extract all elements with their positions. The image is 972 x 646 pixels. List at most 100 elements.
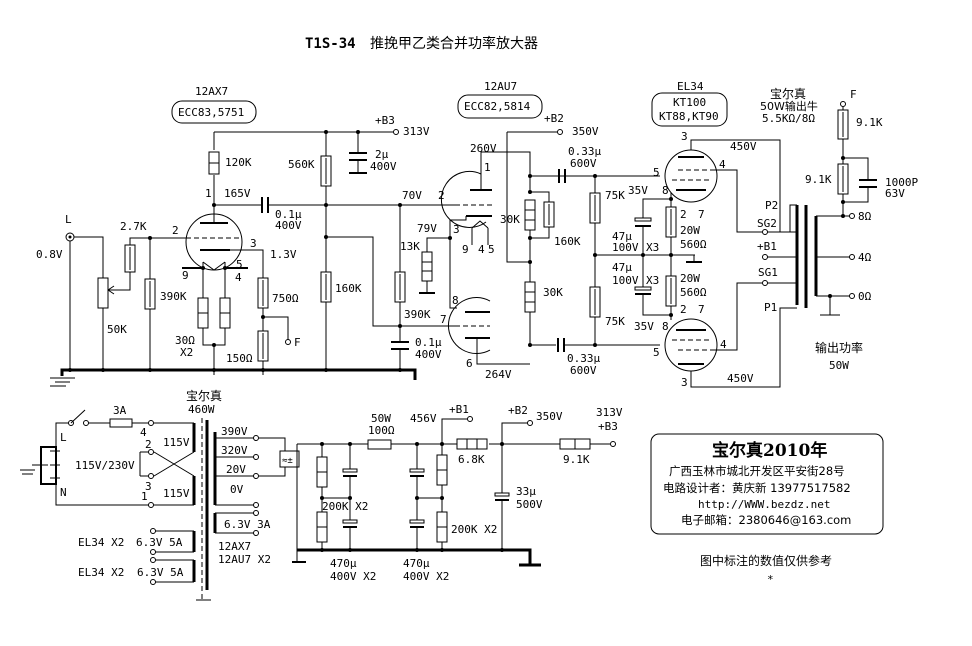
b2-psu-terminal[interactable]: [527, 420, 533, 426]
power-switch[interactable]: [70, 409, 86, 424]
filter-cap-v: 400V X2: [330, 570, 376, 583]
nfb-terminal[interactable]: [840, 101, 846, 107]
junction-dot: [320, 496, 324, 500]
tube-v1-type: 12AX7: [195, 85, 228, 98]
bleeder2-label: 200K X2: [451, 523, 497, 536]
v1-pin5: 5: [236, 258, 243, 271]
b2-terminal[interactable]: [557, 129, 563, 135]
volume-pot-50k[interactable]: [97, 277, 109, 309]
el34-1-pin3: 3: [681, 130, 688, 143]
info-website[interactable]: http://WWW.bezdz.net: [698, 498, 830, 511]
input-jack-center: [68, 235, 72, 239]
wire: [154, 422, 194, 506]
ot-b1-terminal[interactable]: [762, 254, 768, 260]
nfb-cap-v: 63V: [885, 187, 905, 200]
v2-plate1-v: 260V: [470, 142, 497, 155]
spk-0ohm-label: 0Ω: [858, 290, 872, 303]
r-75k-1-label: 75K: [605, 189, 625, 202]
heater-r-label: 30Ω: [175, 334, 195, 347]
psu-ground-bus: [297, 548, 532, 565]
spk-4ohm-terminal[interactable]: [849, 254, 855, 260]
junction-dot: [528, 174, 532, 178]
wire: [642, 193, 672, 255]
power-switch-contact: [83, 420, 89, 426]
v1-pin9: 9: [182, 269, 189, 282]
wire: [642, 255, 672, 320]
mains-n-label: N: [60, 486, 67, 499]
v1-pin3: 3: [250, 237, 257, 250]
v1-pin4: 4: [235, 271, 242, 284]
ot-sg1-terminal[interactable]: [762, 280, 768, 286]
b3-psu-voltage: 313V: [596, 406, 623, 419]
bridge-rectifier: [279, 450, 300, 468]
heater1-tube: EL34 X2: [78, 536, 124, 549]
b3-terminal[interactable]: [393, 129, 399, 135]
heater-small-terminal: [253, 510, 259, 516]
dropper-r: 100Ω: [368, 424, 395, 437]
r-560k-label: 560K: [288, 158, 315, 171]
info-email[interactable]: 电子邮箱：2380646@163.com: [681, 513, 851, 527]
cap-33u-label: 33μ: [516, 485, 536, 498]
wire: [154, 530, 194, 583]
tube-v2b: [448, 297, 491, 354]
primary-pin4-label: 4: [140, 426, 147, 439]
heater-small-tubes-2: 12AU7 X2: [218, 553, 271, 566]
feedback-terminal[interactable]: [285, 339, 291, 345]
tube-v2-equiv-box: [457, 94, 543, 119]
cap-47u-lower: [634, 286, 652, 291]
v1-plate-v: 165V: [224, 187, 251, 200]
b3-psu-terminal[interactable]: [610, 441, 616, 447]
junction-dot: [212, 343, 216, 347]
ec2-r-w: 20W: [680, 272, 700, 285]
el34-2-plate-v: 450V: [727, 372, 754, 385]
heater-terminal: [150, 579, 156, 585]
note-text: 图中标注的数值仅供参考: [700, 553, 832, 568]
wire: [55, 422, 148, 463]
spk-8ohm-terminal[interactable]: [849, 213, 855, 219]
junction-dot: [148, 368, 152, 372]
r-13k-label: 13K: [400, 240, 420, 253]
c-01u-v: 400V: [415, 348, 442, 361]
ground-icon: [20, 464, 48, 475]
wire: [816, 215, 850, 316]
b1-voltage: 456V: [410, 412, 437, 425]
ec2-pin2: 2: [680, 303, 687, 316]
primary-pin3: [148, 473, 154, 479]
r-30k-1-label: 30K: [500, 213, 520, 226]
ground-bus: [60, 368, 417, 380]
ot-sg2-terminal[interactable]: [762, 229, 768, 235]
input-level: 0.8V: [36, 248, 63, 261]
v1-heater: [202, 261, 226, 271]
resistor-band: [422, 261, 432, 272]
r-390k-input-label: 390K: [160, 290, 187, 303]
r-120k-label: 120K: [225, 156, 252, 169]
pot-label: 50K: [107, 323, 127, 336]
wire: [259, 437, 286, 477]
heater1-spec: 6.3V 5A: [136, 536, 183, 549]
resistor-band: [525, 209, 535, 221]
ot-tap-sg1: SG1: [758, 266, 778, 279]
asterisk-mark: *: [767, 573, 774, 586]
ec2-cathode-v: 35V: [634, 320, 654, 333]
rectifier-symbol: ≈±: [282, 456, 293, 466]
ec1-cap-v: 100V: [612, 241, 639, 254]
wire: [202, 268, 226, 375]
primary-tap-2: 115V: [163, 487, 190, 500]
cap-470u-2: [409, 519, 425, 524]
wire: [213, 190, 455, 206]
junction-dot: [415, 548, 419, 552]
ot-tap-p1: P1: [764, 301, 777, 314]
ot-spec: 50W输出牛: [760, 99, 818, 113]
wire: [215, 512, 254, 534]
v2-cathode-v: 79V: [417, 222, 437, 235]
tube-v1-equiv-box: [171, 100, 257, 124]
primary-pin1-label: 1: [141, 490, 148, 503]
b2-label: +B2: [544, 112, 564, 125]
el34-2-pin3: 3: [681, 376, 688, 389]
sec-320v-label: 320V: [221, 444, 248, 457]
sec-390v-label: 390V: [221, 425, 248, 438]
spk-0ohm-terminal[interactable]: [849, 293, 855, 299]
oc1-cap-label: 0.33μ: [568, 145, 601, 158]
b1-terminal[interactable]: [467, 416, 473, 422]
output-power-label: 输出功率: [815, 340, 863, 355]
